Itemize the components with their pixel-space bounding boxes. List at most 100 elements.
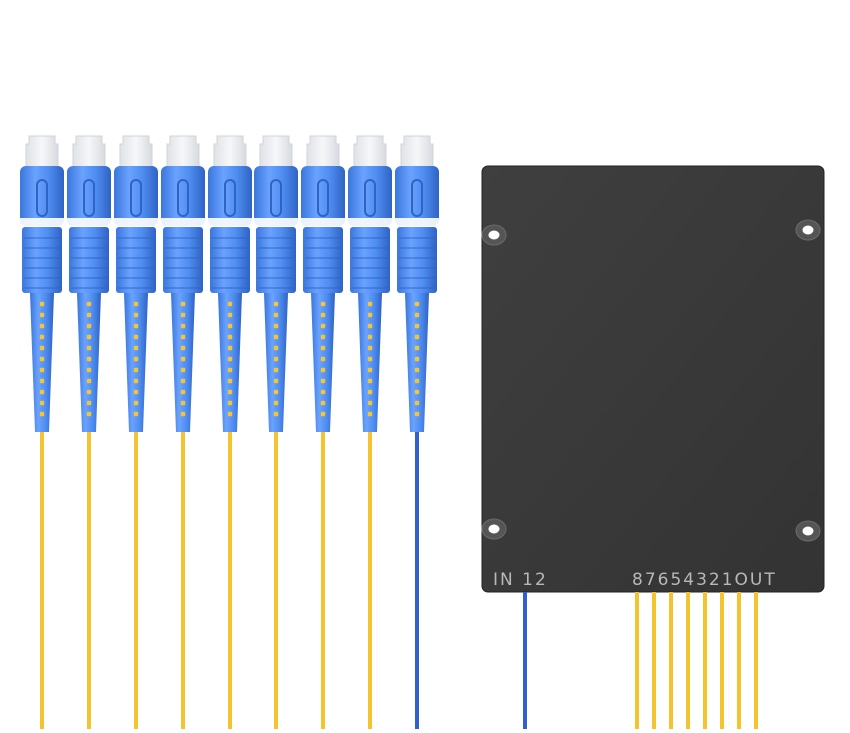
boot-notch [39, 411, 45, 417]
connector-boot [311, 293, 335, 432]
boot-notch [133, 312, 139, 318]
boot-notch [414, 378, 420, 384]
boot-notch [320, 301, 326, 307]
output-fiber [669, 592, 673, 729]
boot-notch [320, 356, 326, 362]
dust-cap [72, 135, 106, 169]
mounting-hole-center [488, 524, 500, 534]
boot-notch [273, 301, 279, 307]
boot-notch [86, 378, 92, 384]
connector-housing [208, 166, 252, 226]
sc-connector-icon [20, 135, 64, 729]
connector-housing [20, 166, 64, 226]
input-fiber [523, 592, 527, 729]
connector-stripe [208, 218, 252, 227]
boot-notch [273, 389, 279, 395]
fiber-cable [274, 428, 278, 729]
boot-notch [367, 301, 373, 307]
sc-connector-icon [208, 135, 252, 729]
boot-notch [39, 345, 45, 351]
boot-notch [414, 367, 420, 373]
splitter-output-label: 87654321OUT [632, 570, 777, 590]
boot-notch [227, 312, 233, 318]
boot-notch [180, 356, 186, 362]
boot-notch [227, 411, 233, 417]
fiber-cable [40, 428, 44, 729]
boot-notch [273, 312, 279, 318]
boot-notch [227, 356, 233, 362]
sc-connector-icon [348, 135, 392, 729]
boot-notch [39, 378, 45, 384]
boot-notch [320, 400, 326, 406]
boot-notch [86, 400, 92, 406]
boot-notch [133, 411, 139, 417]
connector-stripe [395, 218, 439, 227]
boot-notch [273, 367, 279, 373]
boot-notch [414, 301, 420, 307]
boot-notch [367, 334, 373, 340]
output-fiber [737, 592, 741, 729]
connector-latch [317, 179, 329, 217]
sc-connector-icon [395, 135, 439, 729]
boot-notch [86, 356, 92, 362]
boot-notch [273, 411, 279, 417]
boot-notch [180, 367, 186, 373]
connector-grip [210, 227, 250, 293]
boot-notch [133, 367, 139, 373]
boot-notch [180, 312, 186, 318]
fiber-cable [321, 428, 325, 729]
connector-housing [67, 166, 111, 226]
boot-notch [39, 389, 45, 395]
boot-notch [367, 400, 373, 406]
connector-housing [161, 166, 205, 226]
connector-boot [30, 293, 54, 432]
boot-notch [180, 411, 186, 417]
boot-notch [320, 367, 326, 373]
output-fiber [720, 592, 724, 729]
dust-cap [25, 135, 59, 169]
boot-notch [414, 323, 420, 329]
boot-notch [414, 345, 420, 351]
connector-stripe [254, 218, 298, 227]
boot-notch [86, 411, 92, 417]
boot-notch [320, 334, 326, 340]
output-fiber [635, 592, 639, 729]
connector-grip [163, 227, 203, 293]
mounting-hole-icon [481, 518, 507, 540]
boot-notch [367, 323, 373, 329]
boot-notch [39, 367, 45, 373]
connector-stripe [20, 218, 64, 227]
boot-notch [86, 312, 92, 318]
dust-cap [213, 135, 247, 169]
boot-notch [227, 400, 233, 406]
connector-housing [254, 166, 298, 226]
boot-notch [273, 334, 279, 340]
connector-grip [350, 227, 390, 293]
connector-boot [77, 293, 101, 432]
mounting-hole-center [488, 230, 500, 240]
boot-notch [39, 312, 45, 318]
boot-notch [227, 334, 233, 340]
connector-latch [177, 179, 189, 217]
boot-notch [133, 345, 139, 351]
output-fiber [686, 592, 690, 729]
boot-notch [227, 378, 233, 384]
dust-cap [353, 135, 387, 169]
boot-notch [273, 323, 279, 329]
connector-boot [264, 293, 288, 432]
boot-notch [180, 323, 186, 329]
fiber-cable [228, 428, 232, 729]
boot-notch [320, 378, 326, 384]
boot-notch [133, 400, 139, 406]
boot-notch [180, 334, 186, 340]
connector-grip [303, 227, 343, 293]
boot-notch [414, 411, 420, 417]
boot-notch [414, 334, 420, 340]
boot-notch [273, 356, 279, 362]
boot-notch [133, 334, 139, 340]
boot-notch [180, 400, 186, 406]
boot-notch [39, 323, 45, 329]
connector-boot [171, 293, 195, 432]
boot-notch [414, 312, 420, 318]
connector-group [20, 135, 439, 729]
